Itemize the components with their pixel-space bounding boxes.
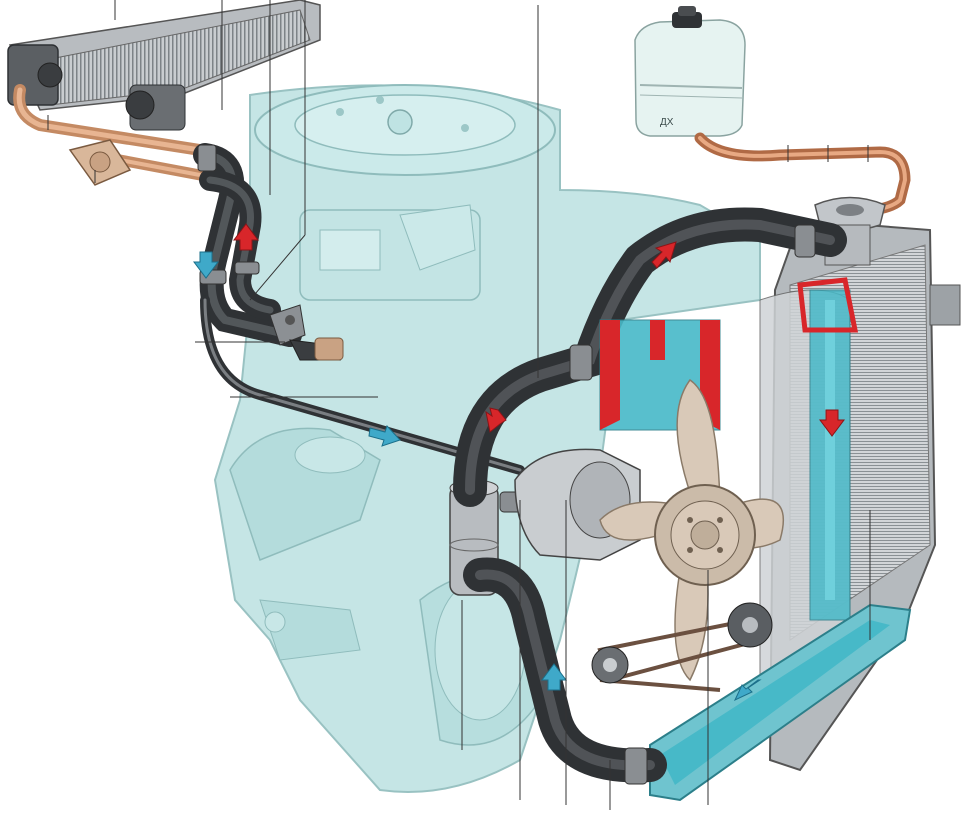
leader-line xyxy=(249,234,306,301)
alternator-pulley xyxy=(591,646,629,684)
flow-arrow-hot-heater xyxy=(233,223,259,251)
tank-label: ДХ xyxy=(660,117,674,128)
heater-hose-return xyxy=(199,169,281,321)
hose-clamp xyxy=(569,224,816,381)
water-pump xyxy=(514,448,641,561)
flow-arrow-hot-upper-hose xyxy=(651,241,677,269)
flow-arrow-cold-radiator-bottom xyxy=(733,679,762,702)
flow-arrow-cold-heater xyxy=(193,251,219,279)
flow-arrow-cold-lower-hose xyxy=(541,663,567,691)
heater-hose-supply xyxy=(193,143,302,347)
flow-arrow-cold-bypass xyxy=(368,425,401,447)
heater-core xyxy=(7,0,321,131)
flow-arrow-hot-upper-hose-lower xyxy=(485,407,507,433)
bypass-pipe xyxy=(200,295,525,475)
cooling-fan xyxy=(599,378,785,682)
lower-radiator-hose xyxy=(463,557,667,783)
heater-tap xyxy=(68,139,132,186)
flow-arrow-hot-radiator-core xyxy=(819,409,845,437)
crankshaft-pulley xyxy=(727,602,773,648)
temperature-sensor xyxy=(289,337,344,361)
expansion-tank: ДХ xyxy=(634,6,746,137)
outlet-flange xyxy=(269,304,306,346)
heater-tubes xyxy=(13,84,206,181)
leader-lines xyxy=(47,0,871,810)
expansion-tank-hose xyxy=(694,132,911,218)
